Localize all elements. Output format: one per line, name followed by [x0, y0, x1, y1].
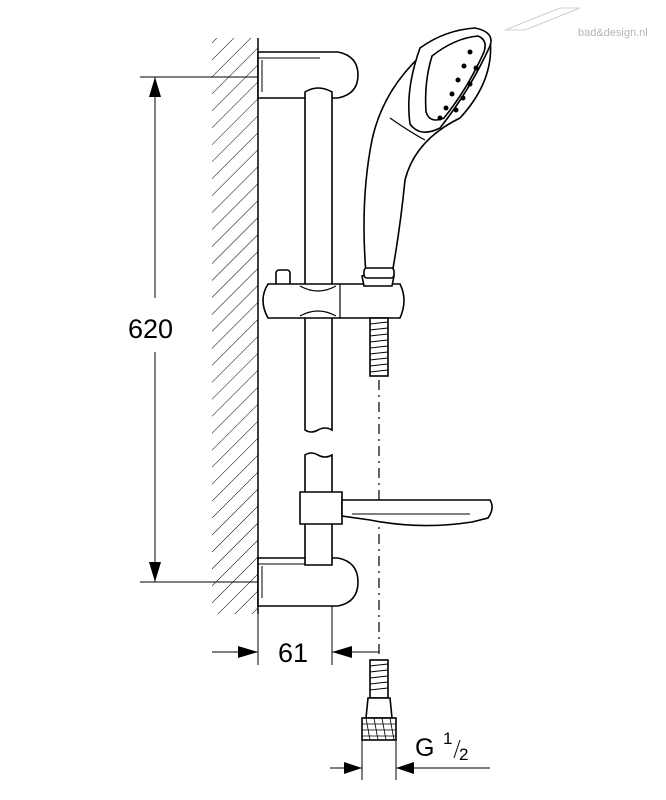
projection-dimension: 61: [212, 606, 379, 668]
soap-dish: [299, 491, 493, 527]
thread-denominator: 2: [459, 745, 468, 764]
thread-numerator: 1: [443, 729, 452, 748]
watermark-logo: bad&design.nl: [504, 7, 648, 39]
thread-dimension: G 1 2: [330, 729, 490, 780]
watermark-text: bad&design.nl: [578, 27, 648, 39]
slider-holder: [262, 269, 405, 319]
shower-rail: [304, 87, 333, 566]
height-dimension: 620: [128, 76, 258, 583]
height-dimension-label: 620: [128, 314, 173, 344]
thread-label: G: [415, 734, 434, 762]
bottom-wall-bracket: [257, 557, 359, 607]
wall-hatch: [212, 38, 259, 614]
spray-nozzles: [437, 49, 479, 121]
projection-dimension-label: 61: [278, 638, 308, 668]
hose-connector: [361, 659, 397, 741]
hose-upper: [369, 317, 389, 655]
top-wall-bracket: [257, 51, 359, 99]
hand-shower: [363, 27, 492, 279]
